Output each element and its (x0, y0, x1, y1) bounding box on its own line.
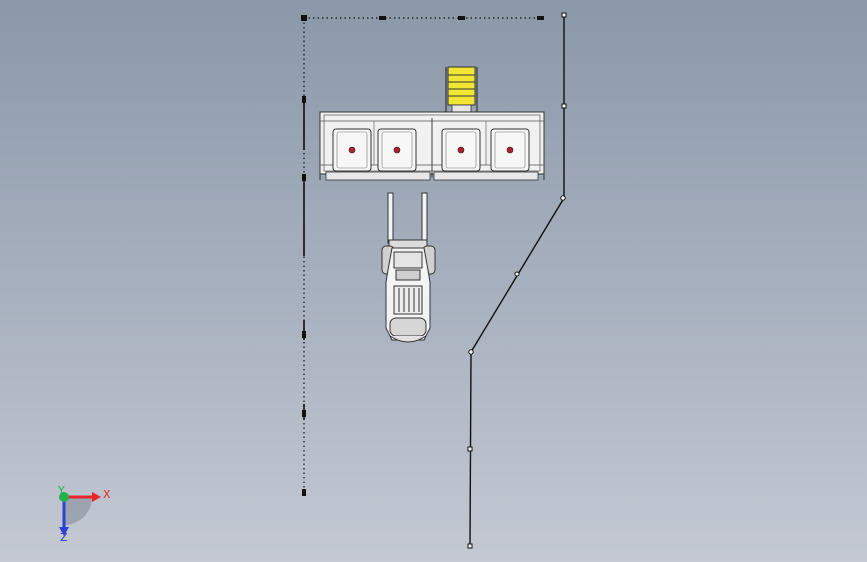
rack-1[interactable] (332, 128, 372, 172)
sketch-node[interactable] (379, 16, 386, 20)
conveyor-icon[interactable] (319, 111, 545, 181)
sketch-node[interactable] (302, 96, 306, 103)
rack-4[interactable] (490, 128, 530, 172)
y-axis-label: Y (57, 484, 65, 497)
sketch-nodes-left[interactable] (301, 15, 544, 496)
rack-2[interactable] (377, 128, 417, 172)
sketch-endpoint[interactable] (561, 12, 567, 18)
sketch-vertex[interactable] (560, 195, 566, 201)
sketch-midpoint[interactable] (561, 103, 567, 109)
z-axis-label: Z (60, 531, 68, 544)
coordinate-triad: X Y Z (57, 484, 111, 544)
sketch-node[interactable] (302, 331, 306, 338)
sketch-node[interactable] (537, 16, 544, 20)
z-axis-arrow (59, 527, 69, 536)
y-axis-origin (59, 492, 69, 502)
sketch-node[interactable] (302, 410, 306, 417)
sketch-endpoint[interactable] (467, 543, 473, 549)
sketch-path-right[interactable] (467, 12, 567, 549)
sketch-polyline[interactable] (469, 15, 565, 547)
forklift-icon[interactable] (381, 192, 436, 343)
sketch-vertex[interactable] (468, 349, 474, 355)
triad-shade (64, 497, 92, 525)
x-axis-arrow (92, 492, 101, 502)
sketch-node[interactable] (301, 15, 307, 21)
sketch-node[interactable] (458, 16, 465, 20)
ladder-icon[interactable] (445, 66, 478, 121)
x-axis-label: X (103, 488, 111, 501)
sketch-midpoint[interactable] (514, 271, 520, 277)
sketch-node[interactable] (302, 174, 306, 181)
rack-3[interactable] (441, 128, 481, 172)
sketch-node[interactable] (302, 489, 306, 496)
sketch-midpoint[interactable] (467, 446, 473, 452)
